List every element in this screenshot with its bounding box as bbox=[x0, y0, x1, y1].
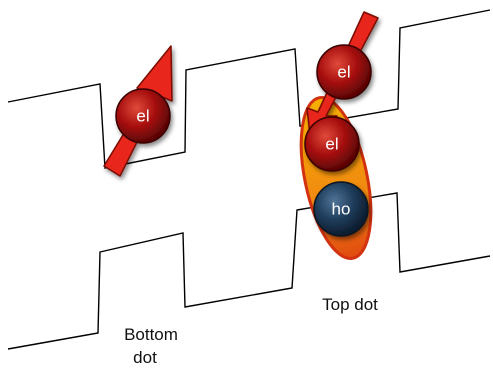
bottom-dot-caption-line1: Bottom bbox=[124, 325, 178, 344]
conduction-band-edge bbox=[7, 9, 491, 169]
top-dot-hole bbox=[313, 181, 369, 237]
top-electron-label: el bbox=[337, 62, 350, 81]
electron-sphere bbox=[115, 88, 171, 144]
electron-sphere bbox=[304, 116, 360, 172]
top-dot-electron-spin-down bbox=[306, 11, 379, 145]
hole-sphere bbox=[313, 181, 369, 237]
bottom-dot-caption-line2: dot bbox=[133, 348, 157, 367]
top-dot-electron-lower bbox=[304, 116, 360, 172]
electron-sphere bbox=[316, 44, 372, 100]
lower-electron-label: el bbox=[325, 134, 338, 153]
bottom-dot-electron-spin-up bbox=[103, 45, 173, 177]
top-dot-caption: Top dot bbox=[322, 295, 378, 314]
bottom-electron-label: el bbox=[136, 106, 149, 125]
hole-label: ho bbox=[332, 199, 351, 218]
valence-band-edge bbox=[7, 192, 491, 350]
